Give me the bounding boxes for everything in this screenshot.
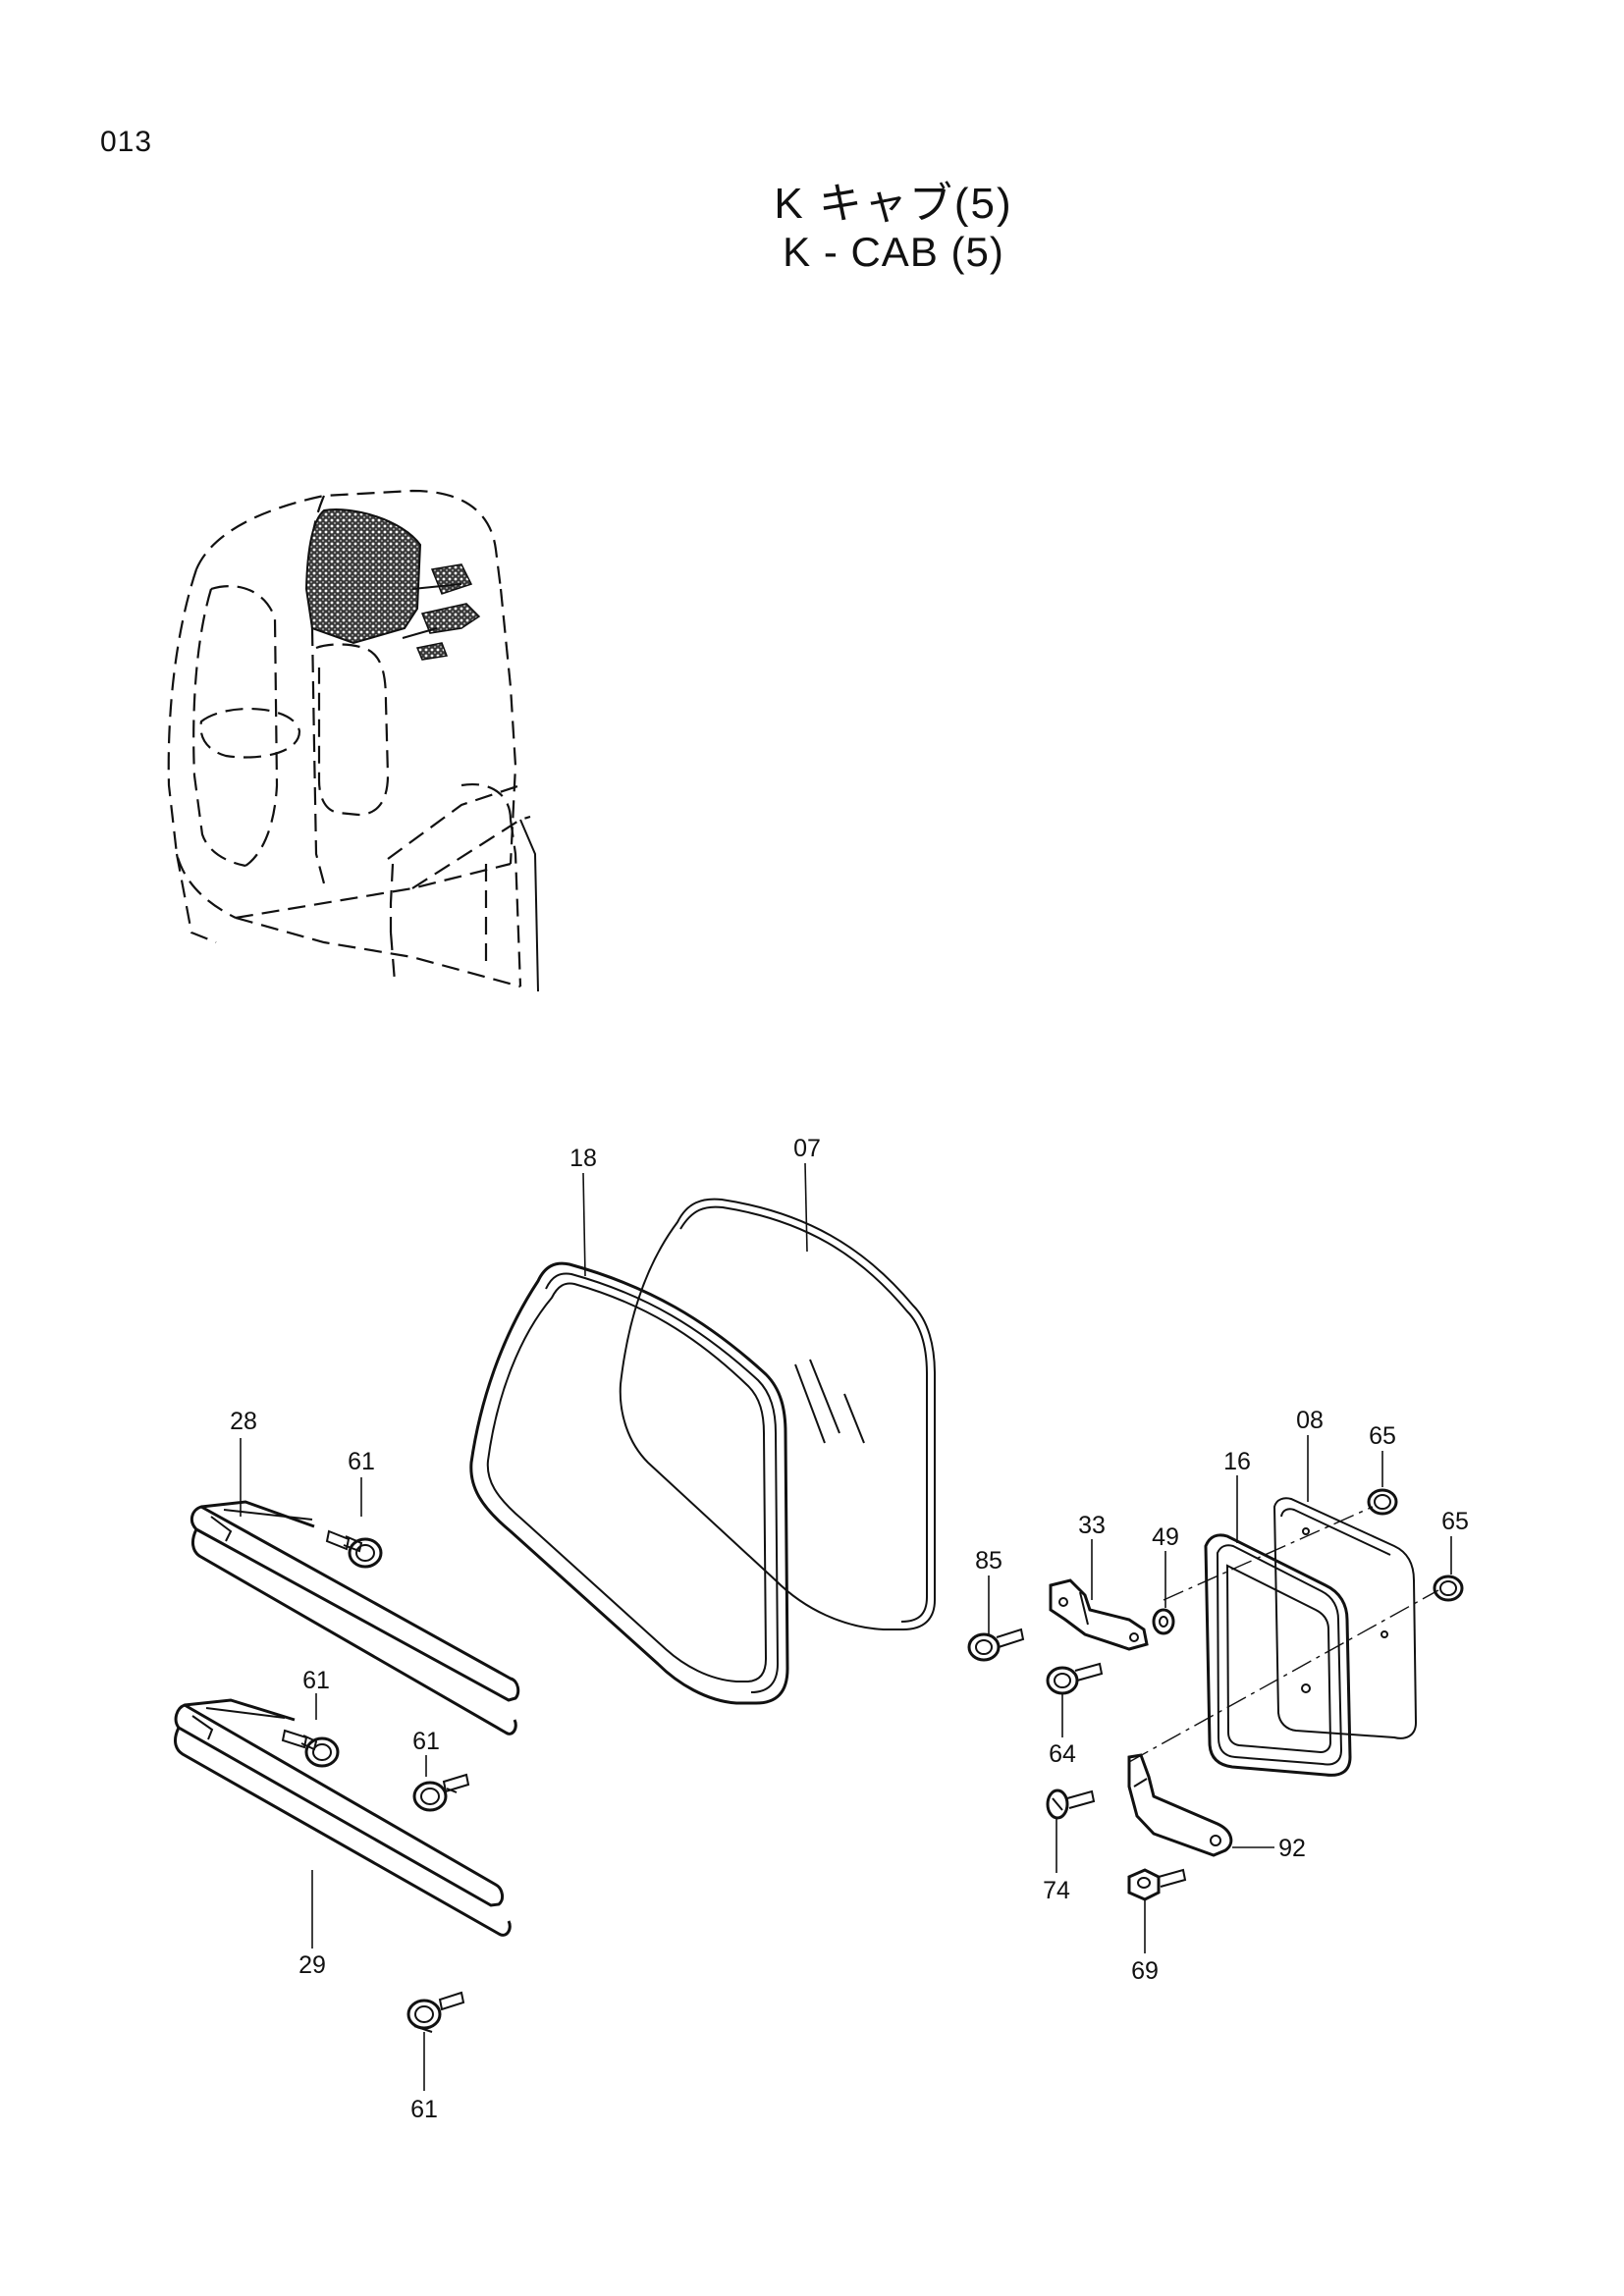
callout-33: 33 [1078,1512,1106,1539]
title-japanese: K キャブ(5) [774,180,1013,228]
title-english: K - CAB (5) [783,229,1004,276]
callout-69: 69 [1131,1957,1159,1985]
callout-49: 49 [1152,1523,1179,1551]
highlighted-window [304,508,422,645]
callout-08: 08 [1296,1407,1324,1434]
callout-61: 61 [348,1448,375,1475]
part-65-nut-a [1367,1451,1398,1516]
part-16-small-seal [1204,1475,1352,1777]
page-title: K キャブ(5) K - CAB (5) [530,179,1257,277]
part-92-lower-bracket [1127,1753,1274,1857]
part-49-washer [1152,1551,1175,1635]
callout-61: 61 [302,1667,330,1694]
centerline-lower [1128,1589,1439,1763]
part-65-nut-b [1433,1536,1464,1602]
part-07-window-glass [619,1162,936,1630]
callout-64: 64 [1049,1740,1076,1768]
callout-07: 07 [793,1135,821,1162]
part-61-bolt-c [412,1755,470,1812]
callout-61: 61 [412,1728,440,1755]
part-85-bolt [967,1575,1025,1662]
part-29-lower-rail [174,1698,512,1949]
part-61-bolt-b [281,1693,340,1768]
callout-65: 65 [1369,1422,1396,1450]
callout-28: 28 [230,1408,257,1435]
callout-29: 29 [298,1951,326,1979]
callout-65: 65 [1441,1508,1469,1535]
part-33-bracket [1049,1539,1149,1651]
part-61-bolt-a [325,1477,383,1569]
callout-18: 18 [569,1145,597,1172]
cab-location-view [167,489,539,992]
part-69-bolt [1127,1868,1187,1953]
part-74-screw [1046,1789,1096,1873]
part-64-bolt [1046,1662,1104,1737]
centerline-upper [1163,1506,1374,1601]
page-number: 013 [100,126,153,158]
callout-16: 16 [1223,1448,1251,1475]
part-61-bolt-d [406,1991,465,2091]
callout-61: 61 [410,2096,438,2123]
callout-85: 85 [975,1547,1002,1575]
callout-92: 92 [1278,1835,1306,1862]
part-28-upper-rail [189,1438,520,1735]
callout-74: 74 [1043,1877,1070,1904]
part-08-small-glass [1272,1435,1418,1739]
part-18-weatherstrip [469,1172,789,1705]
